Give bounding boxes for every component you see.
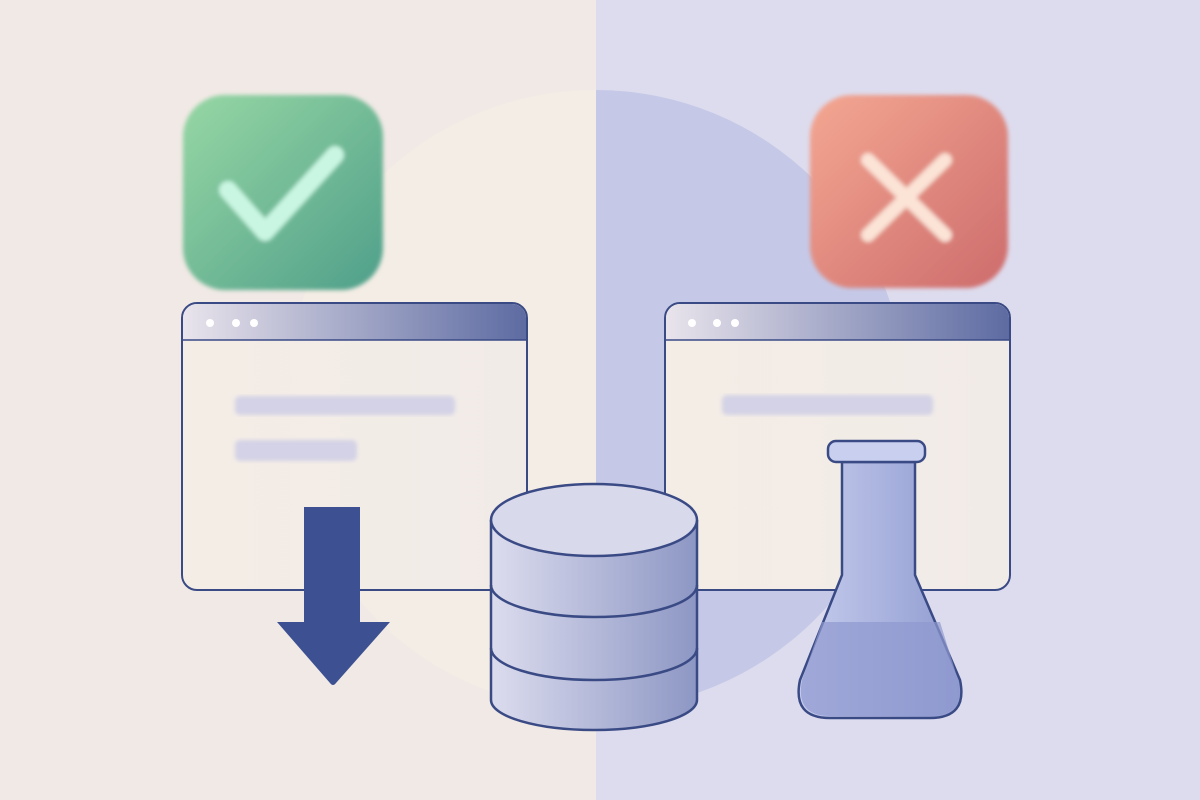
window-dot xyxy=(206,319,214,327)
database-icon xyxy=(489,482,699,732)
window-dot xyxy=(232,319,240,327)
flask-icon xyxy=(797,439,963,720)
download-arrow-icon xyxy=(277,507,390,685)
browser-window-left xyxy=(181,302,528,591)
check-icon xyxy=(183,95,383,290)
content-placeholder xyxy=(235,440,357,461)
content-placeholder xyxy=(235,396,455,415)
window-dot xyxy=(250,319,258,327)
window-dot xyxy=(688,319,696,327)
window-dot xyxy=(731,319,739,327)
content-placeholder xyxy=(722,395,933,415)
window-dot xyxy=(713,319,721,327)
close-icon xyxy=(810,95,1008,288)
